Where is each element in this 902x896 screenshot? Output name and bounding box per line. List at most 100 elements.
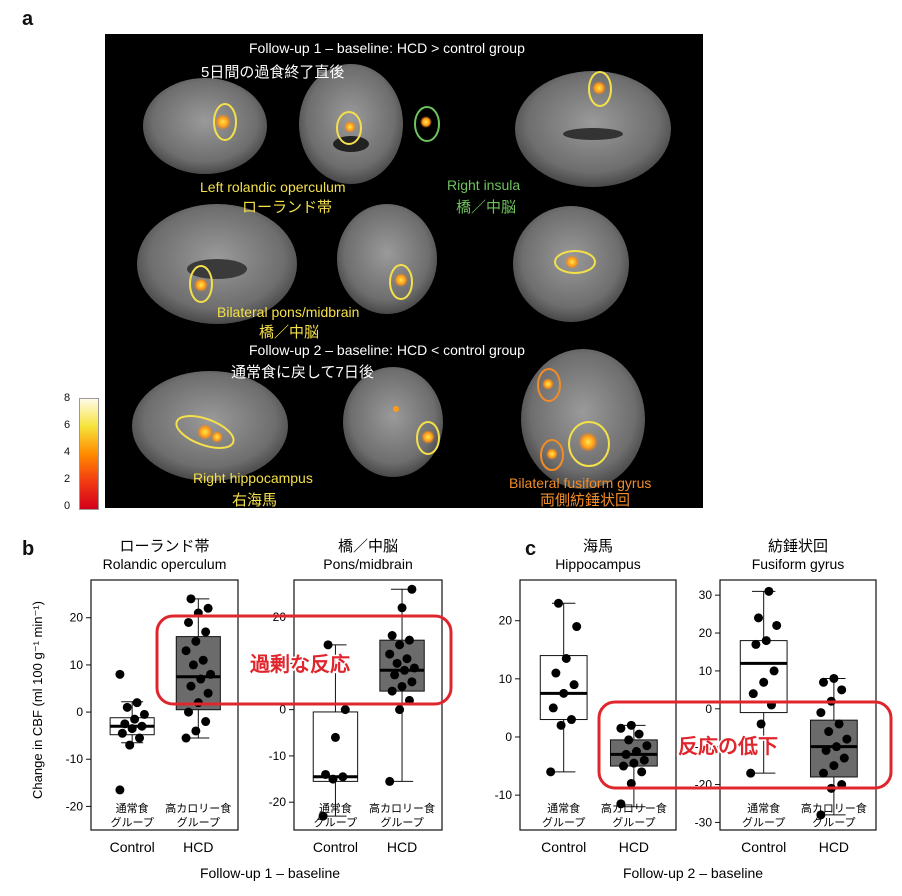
x-axis-footer: Follow-up 1 – baseline	[200, 865, 340, 881]
data-point	[566, 715, 576, 725]
chart-title: Pons/midbrain	[323, 556, 413, 572]
colorbar	[79, 398, 99, 510]
y-tick-label: 0	[76, 705, 83, 719]
data-point	[839, 753, 849, 763]
annotation-text: 反応の低下	[678, 734, 778, 758]
data-point	[330, 732, 340, 742]
group-label-jp: グループ	[314, 815, 357, 829]
data-point	[751, 639, 761, 649]
data-point	[407, 584, 417, 594]
plot-frame	[719, 579, 877, 831]
data-point	[203, 688, 213, 698]
x-tick-label: HCD	[619, 839, 649, 855]
x-tick-label: HCD	[819, 839, 849, 855]
data-point	[340, 705, 350, 715]
data-point	[321, 769, 331, 779]
group-label-jp: グループ	[612, 815, 655, 829]
data-point	[756, 719, 766, 729]
data-point	[409, 663, 419, 673]
data-point	[132, 698, 142, 708]
data-point	[748, 689, 758, 699]
group-label-jp: グループ	[177, 815, 220, 829]
data-point	[821, 745, 831, 755]
colorbar-tick: 8	[64, 392, 71, 404]
group-label-jp: 高カロリー食	[601, 801, 667, 815]
data-point	[130, 714, 140, 724]
y-tick-label: -10	[269, 749, 287, 763]
y-tick-label: -10	[495, 788, 513, 802]
data-point	[559, 688, 569, 698]
y-tick-label: 20	[70, 611, 84, 625]
data-point	[548, 703, 558, 713]
data-point	[323, 640, 333, 650]
data-point	[184, 707, 194, 717]
y-tick-label: -20	[66, 799, 84, 813]
x-axis-footer: Follow-up 2 – baseline	[623, 865, 763, 881]
data-point	[407, 677, 417, 687]
colorbar-tick: 2	[64, 473, 71, 485]
x-tick-label: Control	[541, 839, 586, 855]
data-point	[135, 733, 145, 743]
annotation-text: 過剰な反応	[250, 652, 350, 676]
data-point	[551, 668, 561, 678]
data-point	[387, 631, 397, 641]
colorbar-tick: 6	[64, 419, 71, 431]
data-point	[772, 620, 782, 630]
group-label-jp: グループ	[542, 815, 585, 829]
data-point	[392, 658, 402, 668]
rolandic-label-jp: ローランド帯	[242, 199, 333, 216]
hippocampus-label-jp: 右海馬	[232, 492, 278, 509]
rolandic-label: Left rolandic operculum	[200, 179, 346, 195]
y-tick-label: -30	[695, 815, 713, 829]
insula-label: Right insula	[447, 177, 521, 193]
chart-title-jp: ローランド帯	[119, 538, 209, 555]
data-point	[561, 653, 571, 663]
followup1-header: Follow-up 1 – baseline: HCD > control gr…	[249, 40, 525, 56]
data-point	[400, 665, 410, 675]
y-tick-label: -20	[269, 795, 287, 809]
data-point	[642, 741, 652, 751]
data-point	[184, 617, 194, 627]
data-point	[629, 758, 639, 768]
data-point	[829, 673, 839, 683]
y-tick-label: 0	[505, 730, 512, 744]
annotation-box	[155, 614, 453, 706]
y-tick-label: 10	[70, 658, 84, 672]
data-point	[556, 720, 566, 730]
group-label-jp: 通常食	[116, 801, 149, 815]
followup2-header: Follow-up 2 – baseline: HCD < control gr…	[249, 342, 525, 358]
data-point	[816, 708, 826, 718]
data-point	[402, 654, 412, 664]
y-tick-label: 0	[279, 703, 286, 717]
annotation-box	[597, 700, 893, 790]
data-point	[201, 717, 211, 727]
y-tick-label: 20	[499, 614, 513, 628]
data-point	[842, 734, 852, 744]
chart-title-jp: 橋／中脳	[338, 538, 398, 555]
data-point	[125, 740, 135, 750]
y-tick-label: 10	[499, 672, 513, 686]
y-tick-label: 20	[699, 626, 713, 640]
x-tick-label: HCD	[387, 839, 417, 855]
panel-a-letter: a	[22, 8, 34, 30]
group-label-jp: 通常食	[747, 801, 780, 815]
x-tick-label: Control	[741, 839, 786, 855]
data-point	[397, 603, 407, 613]
data-point	[191, 726, 201, 736]
pons-label-jp: 橋／中脳	[259, 324, 320, 341]
data-point	[137, 721, 147, 731]
data-point	[395, 640, 405, 650]
data-point	[761, 636, 771, 646]
data-point	[181, 646, 191, 656]
data-point	[203, 603, 213, 613]
data-point	[837, 685, 847, 695]
plot-frame	[519, 579, 677, 831]
colorbar-tick: 0	[64, 500, 71, 512]
data-point	[196, 674, 206, 684]
y-axis-label: Change in CBF (ml 100 g⁻¹ min⁻¹)	[30, 601, 45, 799]
data-point	[115, 669, 125, 679]
data-point	[206, 669, 216, 679]
y-tick-label: -10	[695, 740, 713, 754]
box	[312, 711, 359, 782]
data-point	[631, 747, 641, 757]
